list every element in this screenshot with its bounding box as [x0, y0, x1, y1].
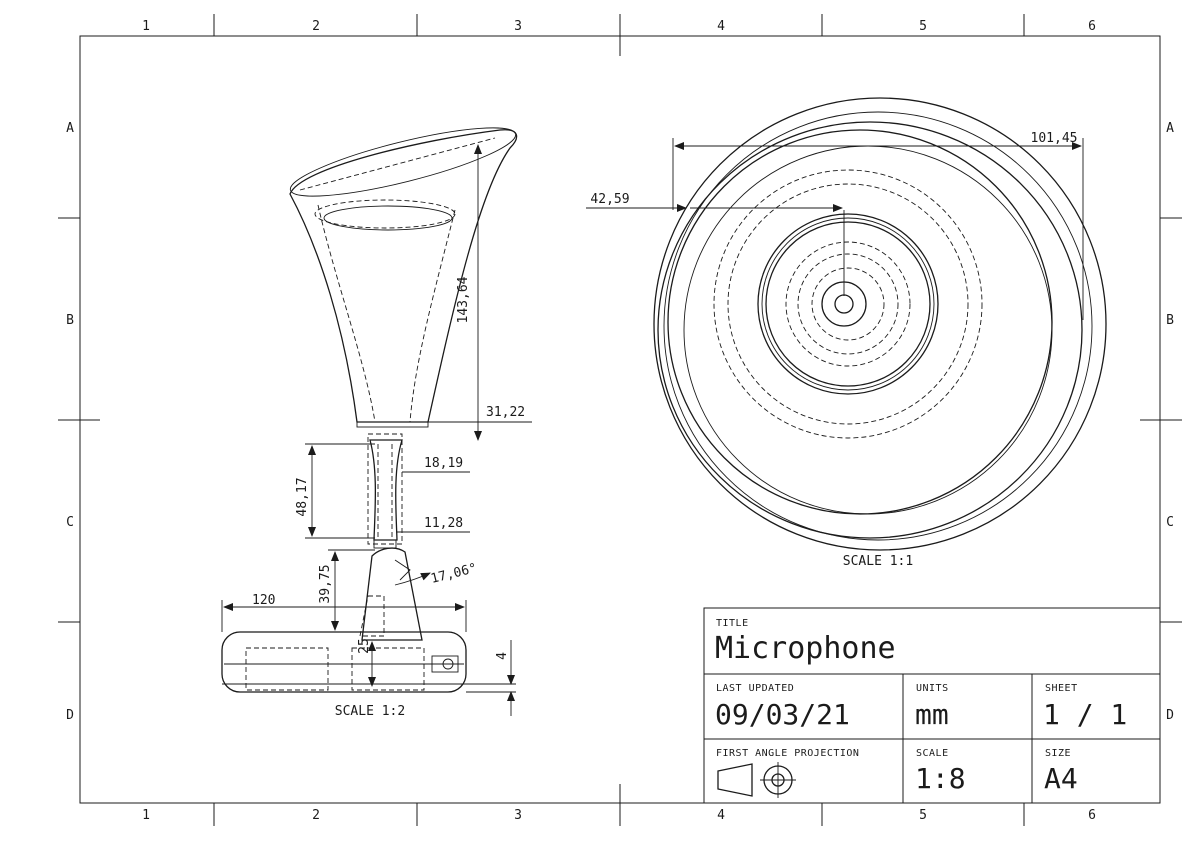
zone-col-6-top: 6 [1088, 19, 1096, 34]
zone-col-5-bottom: 5 [919, 808, 927, 823]
dim-head-height: 143,64 [456, 276, 471, 323]
dim-angle: 17,06° [429, 561, 478, 587]
mic-head-hidden-right [409, 209, 456, 423]
zone-col-6-bottom: 6 [1088, 808, 1096, 823]
mic-joint [361, 547, 423, 641]
zone-row-a-right: A [1166, 121, 1174, 136]
zone-labels: 1 2 3 4 5 6 1 2 3 4 5 6 A B C D A B C D [66, 19, 1174, 823]
mic-neck [369, 439, 403, 541]
dim-neck-mid-width: 18,19 [424, 456, 463, 471]
mic-grille-top-hidden [314, 199, 456, 229]
units-value: mm [915, 698, 949, 731]
zone-row-c-left: C [66, 515, 74, 530]
projection-label: FIRST ANGLE PROJECTION [716, 748, 859, 759]
zone-row-c-right: C [1166, 515, 1174, 530]
mic-head-rim [289, 127, 517, 197]
zone-col-5-top: 5 [919, 19, 927, 34]
zone-col-3-top: 3 [514, 19, 522, 34]
top-outer-circle [653, 97, 1107, 551]
zone-col-3-bottom: 3 [514, 808, 522, 823]
sheet-label: SHEET [1045, 683, 1078, 694]
zone-col-4-top: 4 [717, 19, 725, 34]
zone-row-d-left: D [66, 708, 74, 723]
side-view: 143,64 31,22 48,17 18,19 11,28 17,06° 39… [221, 127, 532, 719]
zone-col-1-top: 1 [142, 19, 150, 34]
zone-row-b-right: B [1166, 313, 1174, 328]
dim-neck-top-width: 31,22 [486, 405, 525, 420]
top-view: 101,45 42,59 SCALE 1:1 [586, 97, 1107, 569]
last-updated-value: 09/03/21 [715, 698, 850, 731]
title-label: TITLE [716, 618, 749, 629]
last-updated-label: LAST UPDATED [716, 683, 794, 694]
title-value: Microphone [715, 631, 896, 666]
size-value: A4 [1044, 762, 1078, 795]
zone-col-2-bottom: 2 [312, 808, 320, 823]
mic-grille-top [323, 205, 453, 231]
dim-joint-height: 39,75 [318, 564, 333, 603]
title-block: TITLE Microphone LAST UPDATED 09/03/21 U… [703, 607, 1161, 804]
zone-row-b-left: B [66, 313, 74, 328]
dim-neck-bottom-width: 11,28 [424, 516, 463, 531]
scale-value: 1:8 [915, 762, 966, 795]
mic-head-hidden-left [317, 204, 376, 423]
dim-base-width: 120 [252, 593, 275, 608]
zone-row-a-left: A [66, 121, 74, 136]
mic-head-outline [289, 129, 518, 423]
dim-outer-diameter: 101,45 [1031, 131, 1078, 146]
units-label: UNITS [916, 683, 949, 694]
dim-base-small: 25 [357, 638, 372, 654]
dim-inner-diameter: 42,59 [590, 192, 629, 207]
zone-ticks [58, 14, 1182, 826]
drawing-frame [79, 35, 1161, 804]
dim-base-thickness: 4 [495, 652, 510, 660]
top-view-scale: SCALE 1:1 [843, 554, 913, 569]
zone-row-d-right: D [1166, 708, 1174, 723]
zone-col-2-top: 2 [312, 19, 320, 34]
zone-col-1-bottom: 1 [142, 808, 150, 823]
sheet-value: 1 / 1 [1043, 698, 1127, 731]
mic-base [221, 631, 467, 693]
size-label: SIZE [1045, 748, 1071, 759]
dim-neck-length: 48,17 [295, 477, 310, 516]
side-view-scale: SCALE 1:2 [335, 704, 405, 719]
zone-col-4-bottom: 4 [717, 808, 725, 823]
scale-label: SCALE [916, 748, 949, 759]
first-angle-projection-icon [717, 762, 796, 798]
